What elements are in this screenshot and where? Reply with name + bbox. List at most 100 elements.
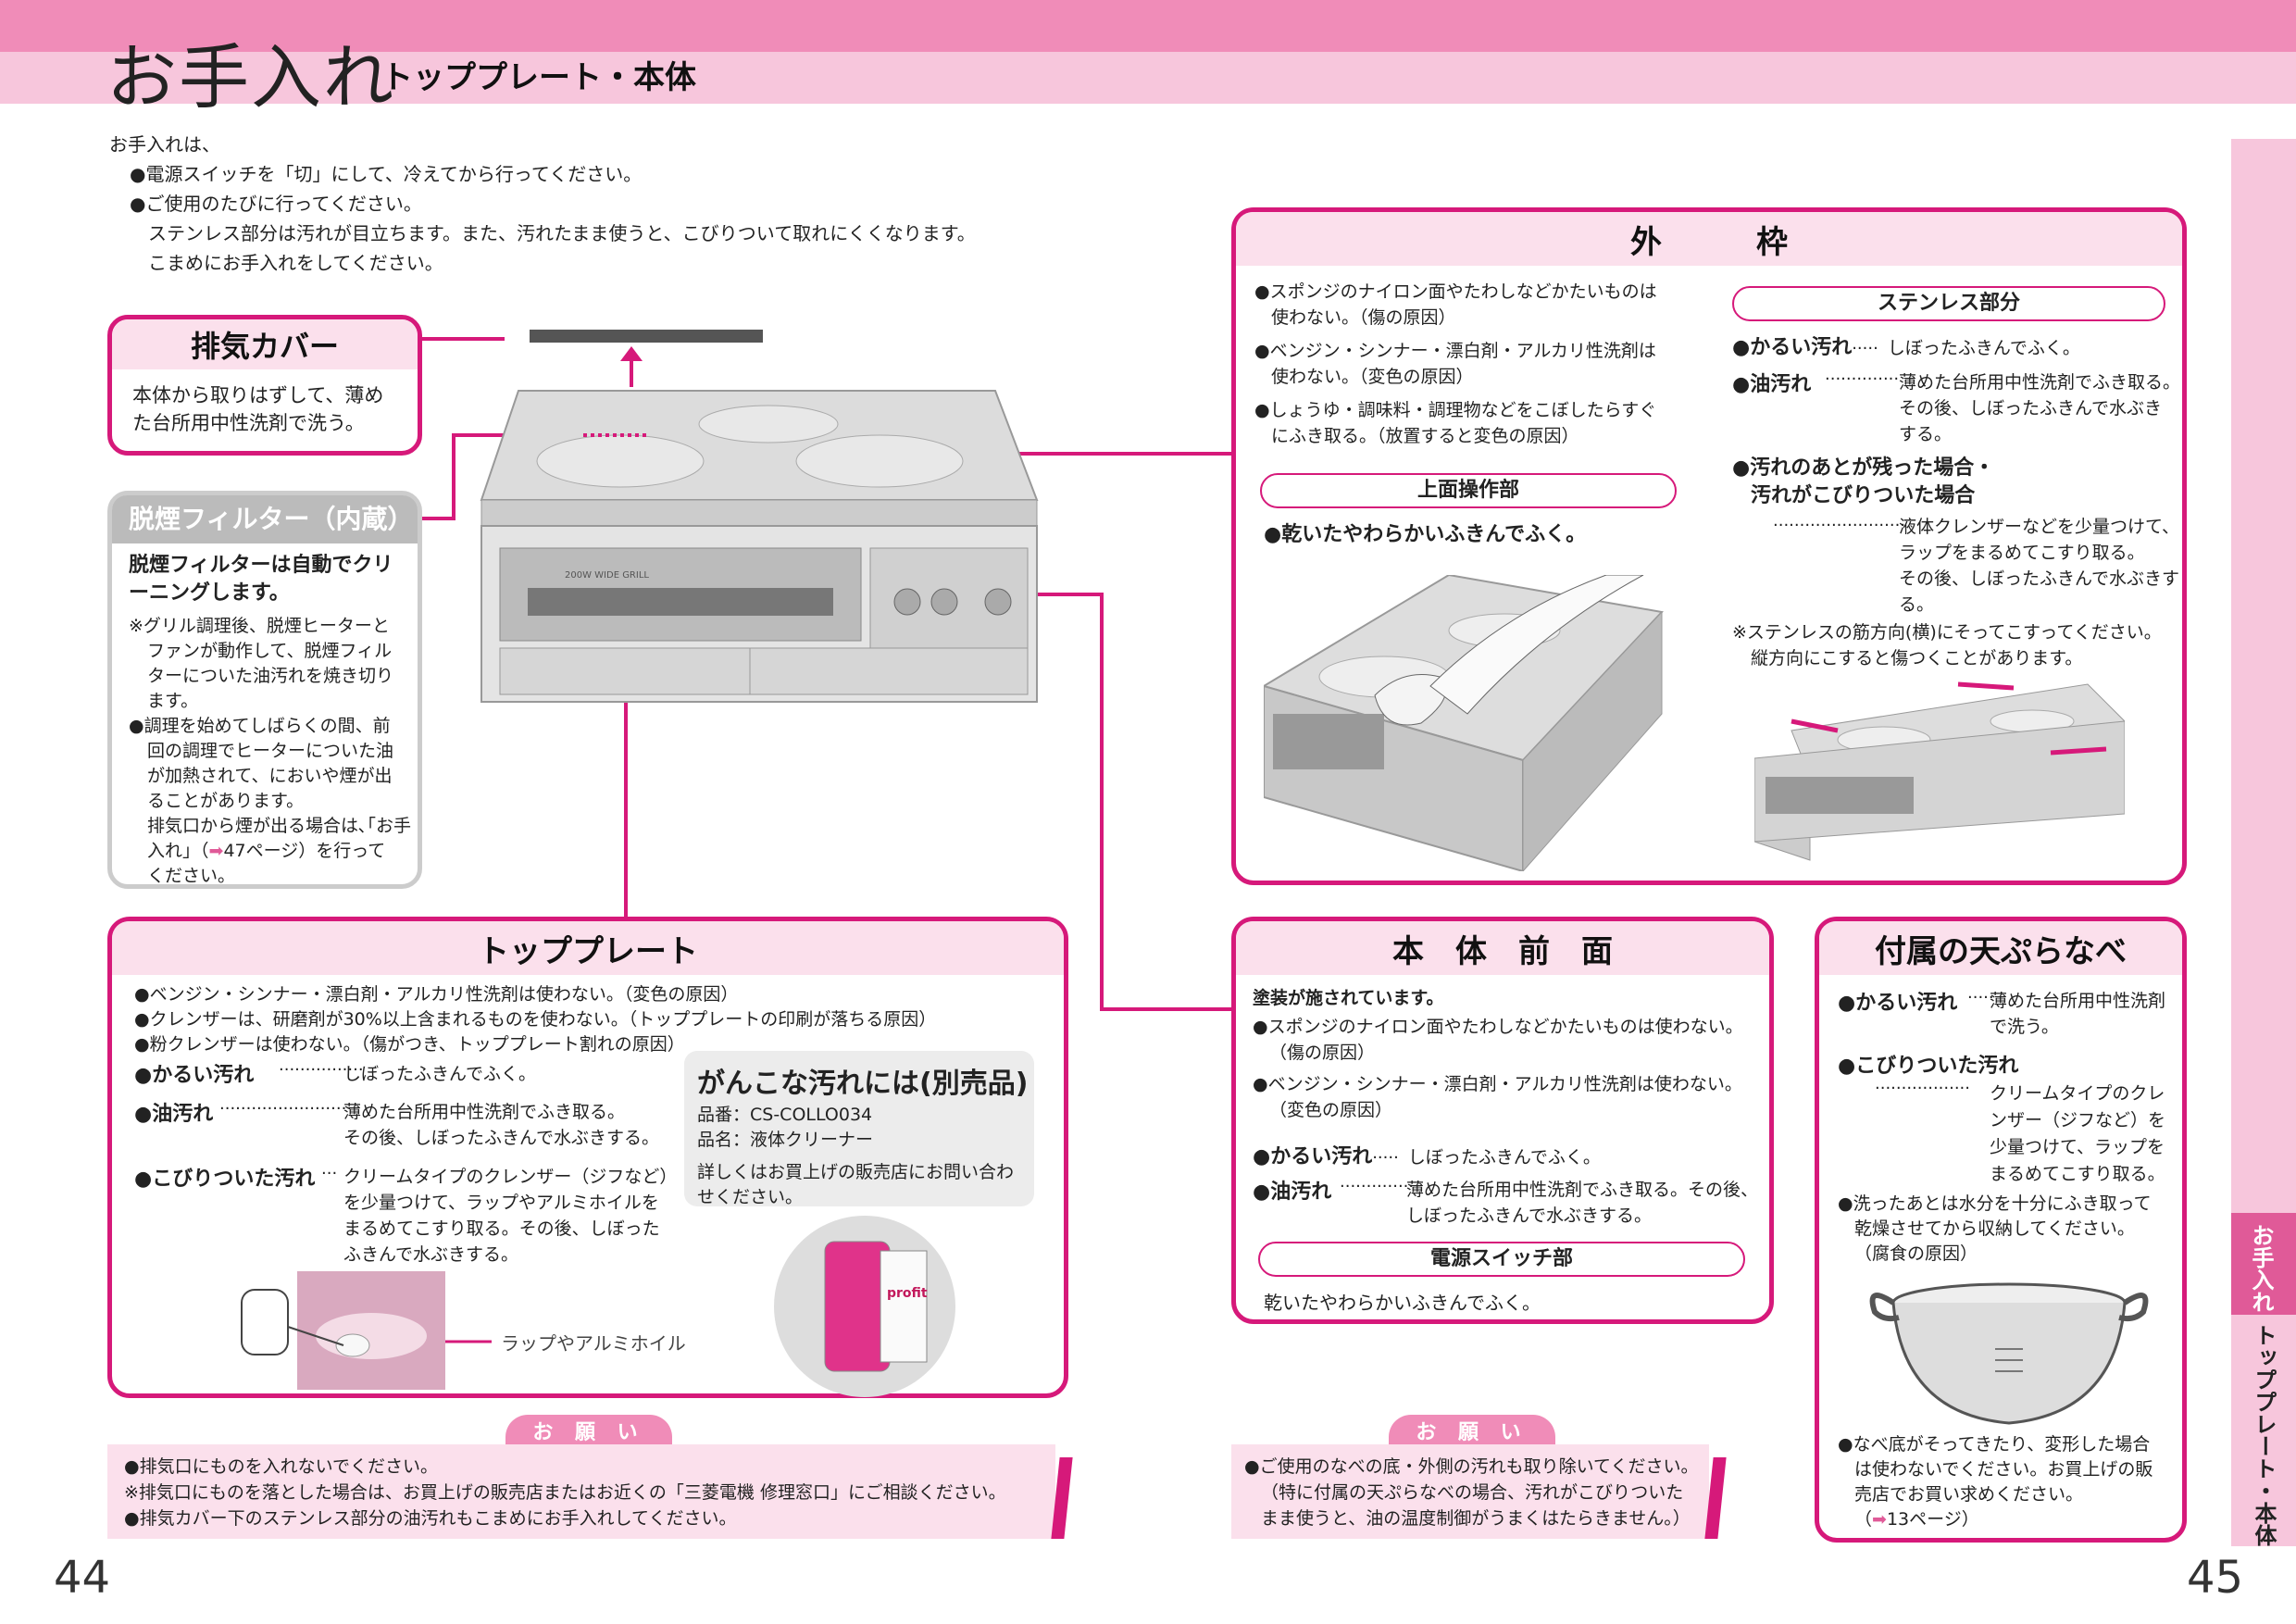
body-front-title: 本 体 前 面: [1236, 921, 1769, 975]
steel-direction-illustration: [1754, 681, 2125, 861]
intro-line-2: ●ご使用のたびに行ってください。: [130, 193, 422, 215]
pan-stuck-text-2: ンザー（ジフなど）を: [1990, 1110, 2166, 1131]
notice-left-line-3: ●排気カバー下のステンレス部分の油汚れもこまめにお手入れしてください。: [124, 1508, 737, 1529]
steel-stuck-text-2: ラップをまるめてこすり取る。: [1899, 543, 2145, 563]
panel-section-title: 上面操作部: [1260, 473, 1677, 508]
page-title: お手入れ: [106, 36, 395, 119]
sidebar-tab-label: お手入れ: [2248, 1224, 2274, 1313]
filter-note-10b: 47ページ）を行って: [223, 841, 386, 861]
tough-stain-product: 品名：液体クリーナー: [697, 1130, 874, 1150]
tp-light-text: しぼったふきんでふく。: [343, 1064, 537, 1084]
bottle-label: profit: [887, 1286, 928, 1301]
filter-note-11: ください。: [147, 866, 236, 886]
hand-arm-shape: [1429, 575, 1644, 715]
steel-oil-text-3: する。: [1899, 424, 1953, 444]
notice-left-box: ●排気口にものを入れないでください。 ※排気口にものを落とした場合は、お買上げの…: [107, 1444, 1055, 1539]
filter-note-6: 回の調理でヒーターについた油: [147, 741, 394, 761]
steel-section-title: ステンレス部分: [1732, 286, 2165, 321]
pan-deform-3: 売店でお買い求めください。: [1854, 1484, 2084, 1505]
steel-note-2: 縦方向にこすると傷つくことがあります。: [1751, 648, 2083, 668]
tp-stuck-label: ●こびりついた汚れ: [134, 1168, 316, 1191]
cooktop-illustration: 200W WIDE GRILL: [480, 330, 1039, 703]
top-plate-bullet-3: ●粉クレンザーは使わない。（傷がつき、トッププレート割れの原因）: [134, 1034, 685, 1055]
steel-oil-text-1: 薄めた台所用中性洗剤でふき取る。: [1899, 372, 2181, 393]
pan-handle-right: [2118, 1293, 2149, 1322]
steel-light-text: しぼったふきんでふく。: [1887, 338, 2080, 358]
pan-note-3: （腐食の原因）: [1854, 1243, 1978, 1264]
notice-right-line-2: （特に付属の天ぷらなべの場合、汚れがこびりついた: [1261, 1482, 1684, 1503]
steel-note-1: ※ステンレスの筋方向(横)にそってこすってください。: [1732, 622, 2162, 643]
cleanser-bottle-icon: [241, 1289, 289, 1355]
tp-oil-text-1: 薄めた台所用中性洗剤でふき取る。: [343, 1102, 626, 1122]
body-front-bullet-2a: ●ベンジン・シンナー・漂白剤・アルカリ性洗剤は使わない。: [1253, 1074, 1742, 1094]
tempura-pan-box: 付属の天ぷらなべ ●かるい汚れ ····· 薄めた台所用中性洗剤 で洗う。 ●こ…: [1815, 917, 2187, 1543]
intro-line-4: こまめにお手入れをしてください。: [148, 252, 443, 274]
filter-note-7: が加熱されて、においや煙が出: [147, 766, 393, 786]
tough-stain-inquiry-1: 詳しくはお買上げの販売店にお問い合わ: [697, 1162, 1015, 1182]
tp-stuck-text-3: まるめてこすり取る。その後、しぼった: [343, 1218, 660, 1239]
filter-note-9: 排気口から煙が出る場合は､｢お手: [147, 816, 412, 836]
top-plate-box: トッププレート ●ベンジン・シンナー・漂白剤・アルカリ性洗剤は使わない。（変色の…: [107, 917, 1068, 1398]
notice-right-box: ●ご使用のなべの底・外側の汚れも取り除いてください。 （特に付属の天ぷらなべの場…: [1231, 1444, 1709, 1539]
steel-stuck-text-1: 液体クレンザーなどを少量つけて、: [1899, 517, 2180, 537]
pan-note-1: ●洗ったあとは水分を十分にふき取って: [1838, 1193, 2152, 1214]
lift-arrow-icon: [620, 346, 643, 387]
filter-line-1: 脱煙フィルターは自動でクリ: [129, 554, 393, 577]
body-front-bullet-1a: ●スポンジのナイロン面やたわしなどかたいものは使わない。: [1253, 1017, 1743, 1037]
pan-stuck-text-4: まるめてこすり取る。: [1990, 1164, 2165, 1184]
header-band-top: [0, 0, 2296, 52]
steel-light-dots: ·····: [1852, 339, 1878, 358]
filter-note-3: ターについた油汚れを焼き切り: [147, 666, 394, 686]
tough-stain-inquiry-2: せください。: [697, 1187, 804, 1207]
outer-bullet-2a: ●ベンジン・シンナー・漂白剤・アルカリ性洗剤は: [1254, 341, 1656, 361]
header-band-bottom: [0, 52, 2296, 104]
panel-section-text: ●乾いたやわらかいふきんでふく。: [1264, 523, 1587, 546]
filter-note-1: ※グリル調理後、脱煙ヒーターと: [129, 616, 390, 636]
bf-oil-label: ●油汚れ: [1253, 1181, 1332, 1204]
bf-oil-dots: ··············: [1340, 1177, 1415, 1196]
exhaust-cover-title: 排気カバー: [112, 319, 418, 369]
tough-stain-panel: がんこな汚れには(別売品) 品番：CS-COLLO034 品名：液体クリーナー …: [684, 1051, 1034, 1207]
body-front-bullet-2b: （変色の原因）: [1269, 1100, 1393, 1120]
wipe-illustration: [1264, 575, 1664, 871]
bf-light-text: しぼったふきんでふく。: [1407, 1147, 1601, 1168]
bf-oil-text-2: しぼったふきんで水ぶきする。: [1406, 1206, 1653, 1226]
outer-bullet-3a: ●しょうゆ・調味料・調理物などをこぼしたらすぐ: [1254, 400, 1657, 420]
page-ref-arrow-icon: ➡: [1872, 1509, 1887, 1530]
filter-note-2: ファンが動作して、脱煙フィル: [147, 641, 393, 661]
body-front-box: 本 体 前 面 塗装が施されています。 ●スポンジのナイロン面やたわしなどかたい…: [1231, 917, 1774, 1324]
filter-line-2: ーニングします。: [129, 581, 290, 605]
notice-left-line-1: ●排気口にものを入れないでください。: [124, 1456, 439, 1477]
tp-stuck-text-1: クリームタイプのクレンザー（ジフなど）: [343, 1167, 678, 1187]
pan-note-2: 乾燥させてから収納してください。: [1854, 1218, 2135, 1239]
pan-light-text-2: で洗う。: [1990, 1017, 2059, 1037]
steel-oil-text-2: その後、しぼったふきんで水ぶき: [1899, 398, 2163, 418]
tempura-pan-illustration: [1869, 1282, 2149, 1425]
notice-right-line-3: まま使うと、油の温度制御がうまくはたらきません。）: [1261, 1508, 1691, 1529]
steel-oil-label: ●油汚れ: [1732, 373, 1812, 396]
steel-light-label: ●かるい汚れ: [1732, 336, 1853, 359]
filter-note-8: ることがあります。: [147, 791, 305, 811]
intro-lead: お手入れは、: [109, 133, 220, 156]
pan-light-label: ●かるい汚れ: [1838, 992, 1958, 1015]
tp-oil-label: ●油汚れ: [134, 1103, 214, 1126]
tp-stuck-dots: ···: [321, 1164, 338, 1183]
pan-stuck-dots: ··················: [1875, 1079, 1970, 1098]
body-front-bullet-1b: （傷の原因）: [1269, 1043, 1376, 1063]
page-number-left: 44: [54, 1552, 111, 1604]
pan-deform-1: ●なべ底がそってきたり、変形した場合: [1838, 1434, 2151, 1455]
tp-stuck-text-2: を少量つけて、ラップやアルミホイルを: [343, 1193, 659, 1213]
filter-box: 脱煙フィルター（内蔵） 脱煙フィルターは自動でクリ ーニングします。 ※グリル調…: [107, 491, 422, 889]
exhaust-cover-box: 排気カバー 本体から取りはずして、薄め た台所用中性洗剤で洗う。: [107, 315, 422, 456]
page-ref-arrow-icon: ➡: [208, 841, 224, 861]
body-front-lead: 塗装が施されています。: [1253, 988, 1444, 1008]
exhaust-line-2: た台所用中性洗剤で洗う。: [132, 412, 365, 434]
filter-note-5: ●調理を始めてしばらくの間、前: [129, 716, 391, 736]
switch-section-text: 乾いたやわらかいふきんでふく。: [1264, 1292, 1541, 1314]
top-plate-bullet-1: ●ベンジン・シンナー・漂白剤・アルカリ性洗剤は使わない。（変色の原因）: [134, 984, 739, 1005]
cleaner-product-image: profit: [774, 1216, 955, 1397]
tp-oil-dots: ·························: [219, 1099, 353, 1118]
scrub-photo: [241, 1271, 492, 1390]
steel-stuck-dots: ·························: [1773, 516, 1906, 535]
sidebar-tab[interactable]: お手入れ: [2231, 1213, 2296, 1315]
